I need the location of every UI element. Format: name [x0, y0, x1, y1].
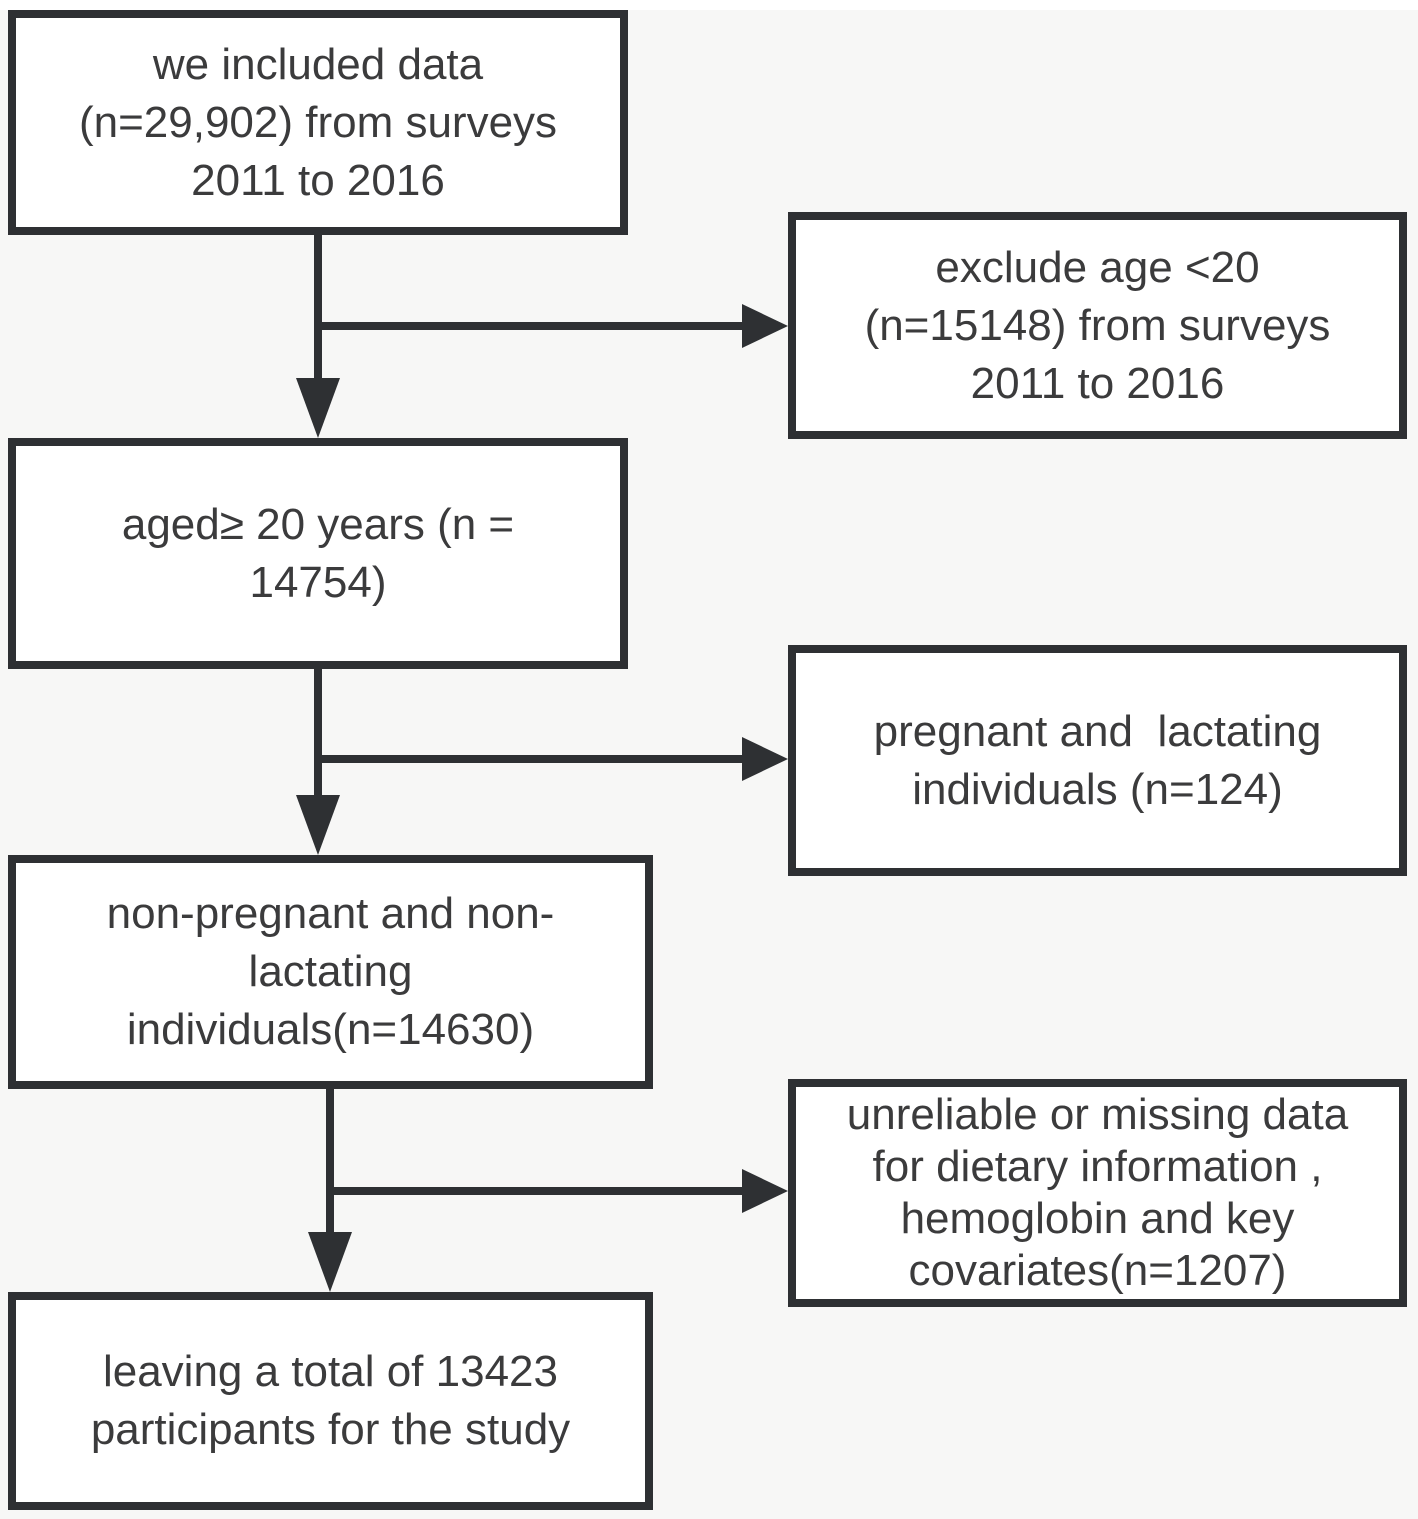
flow-box-aged-20-text: aged≥ 20 years (n = 14754)	[121, 499, 515, 607]
exclusion-box-missing-data: unreliable or missing data for dietary i…	[788, 1079, 1407, 1307]
flow-box-included-data: we included data (n=29,902) from surveys…	[8, 10, 628, 235]
flow-box-final-sample-text: leaving a total of 13423 participants fo…	[90, 1347, 571, 1454]
flow-box-non-pregnant-text: non-pregnant and non- lactating individu…	[106, 889, 555, 1054]
exclusion-box-pregnant: pregnant and lactating individuals (n=12…	[788, 645, 1407, 876]
flow-box-aged-20: aged≥ 20 years (n = 14754)	[8, 438, 628, 669]
flow-box-non-pregnant: non-pregnant and non- lactating individu…	[8, 855, 653, 1089]
flow-box-final-sample: leaving a total of 13423 participants fo…	[8, 1292, 653, 1510]
exclusion-box-age: exclude age <20 (n=15148) from surveys 2…	[788, 212, 1407, 439]
exclusion-box-missing-data-text: unreliable or missing data for dietary i…	[846, 1090, 1349, 1295]
exclusion-box-age-text: exclude age <20 (n=15148) from surveys 2…	[864, 242, 1331, 408]
flow-box-included-data-text: we included data (n=29,902) from surveys…	[78, 39, 558, 205]
exclusion-box-pregnant-text: pregnant and lactating individuals (n=12…	[873, 706, 1322, 814]
